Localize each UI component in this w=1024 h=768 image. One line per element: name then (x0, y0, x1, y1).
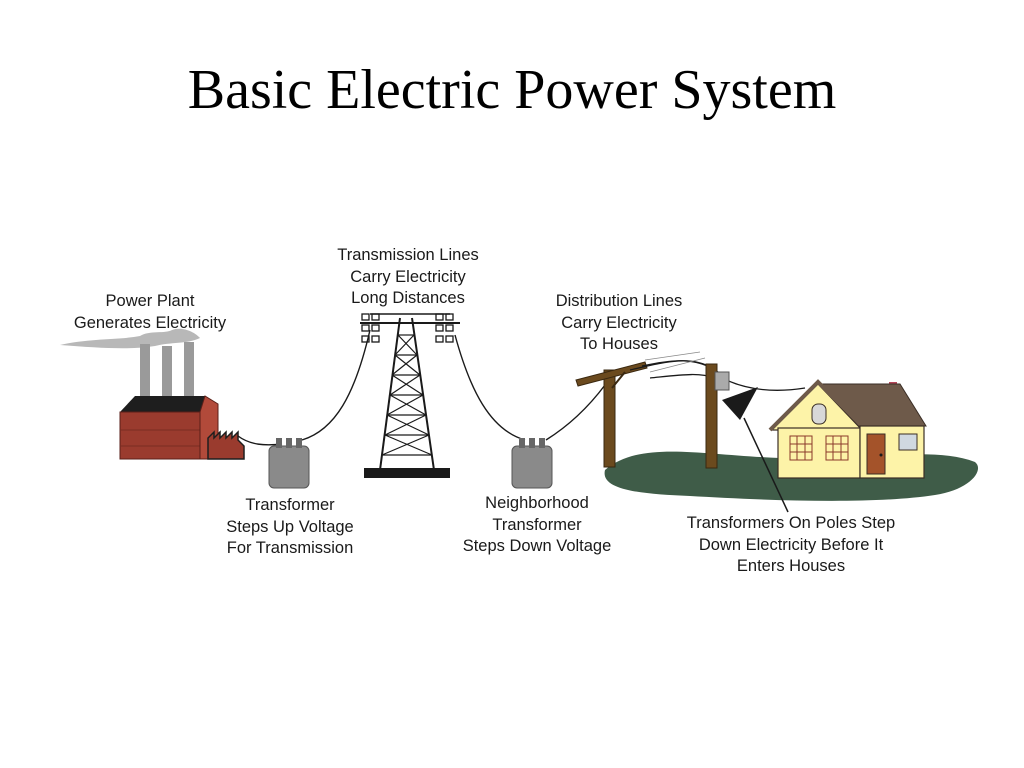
pointer-arrow (743, 417, 789, 513)
label-pole-transformers: Transformers On Poles Step Down Electric… (686, 514, 896, 575)
utility-pole-with-transformer (705, 363, 758, 469)
house (768, 379, 927, 479)
plant-roof (120, 396, 205, 412)
label-transmission-lines: Transmission Lines Carry Electricity Lon… (337, 246, 479, 307)
smoke (60, 328, 200, 349)
pole-transformer (722, 387, 758, 420)
window (789, 435, 813, 461)
page-title: Basic Electric Power System (187, 59, 837, 121)
window (898, 433, 918, 451)
window (825, 435, 849, 461)
door (866, 433, 886, 475)
neighborhood-transformer (511, 438, 553, 489)
step-up-transformer (268, 438, 310, 489)
label-neighborhood-transformer: Neighborhood Transformer Steps Down Volt… (462, 494, 612, 555)
plant-building (119, 411, 203, 460)
transmission-tower (360, 313, 460, 478)
label-power-plant: Power Plant Generates Electricity (73, 292, 227, 332)
smokestack (184, 342, 194, 396)
power-plant (60, 328, 245, 460)
smokestack (140, 344, 150, 396)
plant-shed (207, 430, 245, 460)
label-step-up-transformer: Transformer Steps Up Voltage For Transmi… (226, 496, 354, 557)
smokestack (162, 346, 172, 396)
label-distribution-lines: Distribution Lines Carry Electricity To … (555, 292, 683, 353)
utility-pole (575, 361, 648, 468)
